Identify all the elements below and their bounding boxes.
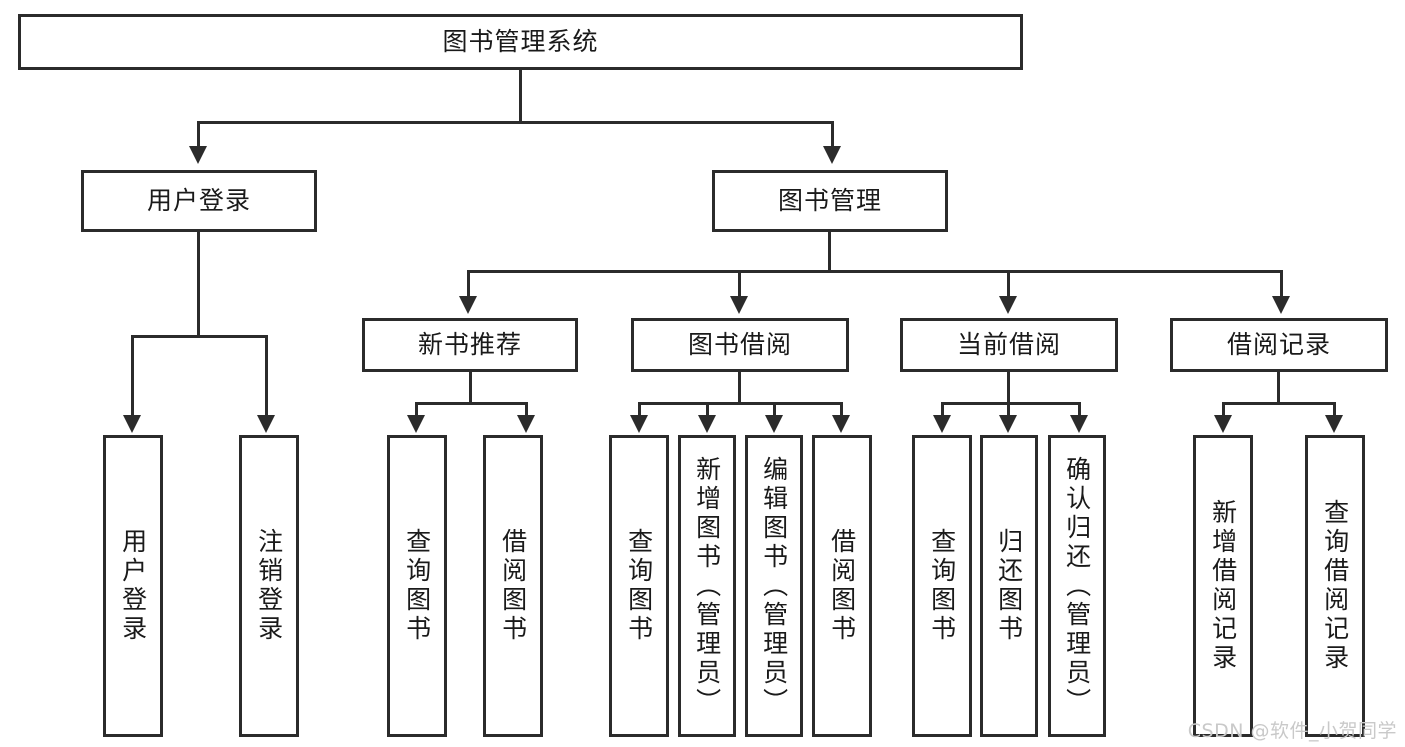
node-leaf-11[interactable]: 确认归还（管理员） — [1048, 435, 1106, 737]
edge-new-book-rec-bus — [415, 402, 528, 405]
edge-book-manage-to-borrow-record — [1280, 270, 1283, 298]
node-current-borrow[interactable]: 当前借阅 — [900, 318, 1118, 372]
edge-new-book-rec-to-leaf-3 — [415, 402, 418, 417]
node-leaf-5[interactable]: 查询图书 — [609, 435, 669, 737]
arrow-to-leaf-12 — [1214, 415, 1232, 433]
node-label: 借阅记录 — [1226, 330, 1331, 360]
node-leaf-10[interactable]: 归还图书 — [980, 435, 1038, 737]
edge-user-login-to-leaf-1 — [131, 335, 134, 417]
arrow-to-leaf-13 — [1325, 415, 1343, 433]
edge-borrow-record-to-leaf-12 — [1222, 402, 1225, 417]
edge-current-borrow-to-leaf-10 — [1007, 402, 1010, 417]
node-root[interactable]: 图书管理系统 — [18, 14, 1023, 70]
arrow-to-leaf-1 — [123, 415, 141, 433]
arrow-to-new-book-rec — [459, 296, 477, 314]
edge-book-borrow-to-leaf-8 — [840, 402, 843, 417]
node-leaf-4[interactable]: 借阅图书 — [483, 435, 543, 737]
node-user-login[interactable]: 用户登录 — [81, 170, 317, 232]
edge-borrow-record-stem — [1277, 372, 1280, 404]
node-leaf-1[interactable]: 用户登录 — [103, 435, 163, 737]
watermark-text: CSDN @软件_小贺同学 — [1187, 720, 1397, 742]
node-leaf-6[interactable]: 新增图书（管理员） — [678, 435, 736, 737]
node-label: 用户登录 — [118, 528, 148, 644]
edge-book-borrow-to-leaf-7 — [773, 402, 776, 417]
node-label: 新增借阅记录 — [1208, 499, 1238, 673]
edge-book-borrow-to-leaf-6 — [706, 402, 709, 417]
node-label: 查询图书 — [927, 528, 957, 644]
edge-new-book-rec-stem — [469, 372, 472, 404]
node-label: 当前借阅 — [956, 330, 1061, 360]
arrow-to-leaf-11 — [1070, 415, 1088, 433]
arrow-to-user-login — [189, 146, 207, 164]
arrow-to-leaf-10 — [999, 415, 1017, 433]
edge-current-borrow-to-leaf-9 — [941, 402, 944, 417]
edge-borrow-record-bus — [1222, 402, 1336, 405]
edge-root-to-book-manage — [831, 121, 834, 148]
arrow-to-book-borrow — [730, 296, 748, 314]
node-label: 用户登录 — [146, 186, 251, 216]
arrow-to-leaf-9 — [933, 415, 951, 433]
node-label: 图书借阅 — [687, 330, 792, 360]
node-new-book-rec[interactable]: 新书推荐 — [362, 318, 578, 372]
arrow-to-leaf-6 — [698, 415, 716, 433]
edge-book-borrow-to-leaf-5 — [638, 402, 641, 417]
arrow-to-leaf-2 — [257, 415, 275, 433]
node-label: 借阅图书 — [498, 528, 528, 644]
node-label: 图书管理 — [777, 186, 882, 216]
edge-user-login-bus — [131, 335, 268, 338]
node-leaf-7[interactable]: 编辑图书（管理员） — [745, 435, 803, 737]
node-leaf-13[interactable]: 查询借阅记录 — [1305, 435, 1365, 737]
edge-user-login-to-leaf-2 — [265, 335, 268, 417]
arrow-to-current-borrow — [999, 296, 1017, 314]
edge-book-manage-to-current-borrow — [1007, 270, 1010, 298]
node-label: 新增图书（管理员） — [692, 455, 722, 717]
node-label: 编辑图书（管理员） — [759, 455, 789, 717]
edge-book-borrow-stem — [738, 372, 741, 404]
node-label: 新书推荐 — [417, 330, 522, 360]
edge-current-borrow-bus — [941, 402, 1081, 405]
node-label: 图书管理系统 — [442, 27, 599, 57]
edge-current-borrow-to-leaf-11 — [1078, 402, 1081, 417]
edge-current-borrow-stem — [1007, 372, 1010, 404]
arrow-to-borrow-record — [1272, 296, 1290, 314]
edge-root-stem — [519, 70, 522, 122]
node-label: 查询借阅记录 — [1320, 499, 1350, 673]
node-leaf-8[interactable]: 借阅图书 — [812, 435, 872, 737]
arrow-to-leaf-3 — [407, 415, 425, 433]
edge-root-bus — [197, 121, 834, 124]
arrow-to-book-manage — [823, 146, 841, 164]
edge-root-to-user-login — [197, 121, 200, 148]
node-leaf-12[interactable]: 新增借阅记录 — [1193, 435, 1253, 737]
node-label: 归还图书 — [994, 528, 1024, 644]
node-leaf-3[interactable]: 查询图书 — [387, 435, 447, 737]
edge-borrow-record-to-leaf-13 — [1333, 402, 1336, 417]
arrow-to-leaf-7 — [765, 415, 783, 433]
node-book-borrow[interactable]: 图书借阅 — [631, 318, 849, 372]
edge-book-manage-to-new-book-rec — [467, 270, 470, 298]
node-leaf-9[interactable]: 查询图书 — [912, 435, 972, 737]
edge-user-login-stem — [197, 232, 200, 337]
node-label: 查询图书 — [402, 528, 432, 644]
arrow-to-leaf-8 — [832, 415, 850, 433]
edge-book-manage-bus — [467, 270, 1283, 273]
node-label: 查询图书 — [624, 528, 654, 644]
arrow-to-leaf-4 — [517, 415, 535, 433]
node-book-manage[interactable]: 图书管理 — [712, 170, 948, 232]
edge-new-book-rec-to-leaf-4 — [525, 402, 528, 417]
arrow-to-leaf-5 — [630, 415, 648, 433]
node-label: 确认归还（管理员） — [1062, 455, 1092, 717]
node-label: 注销登录 — [254, 528, 284, 644]
node-leaf-2[interactable]: 注销登录 — [239, 435, 299, 737]
node-label: 借阅图书 — [827, 528, 857, 644]
edge-book-borrow-bus — [638, 402, 843, 405]
node-borrow-record[interactable]: 借阅记录 — [1170, 318, 1388, 372]
edge-book-manage-stem — [828, 232, 831, 272]
edge-book-manage-to-book-borrow — [738, 270, 741, 298]
